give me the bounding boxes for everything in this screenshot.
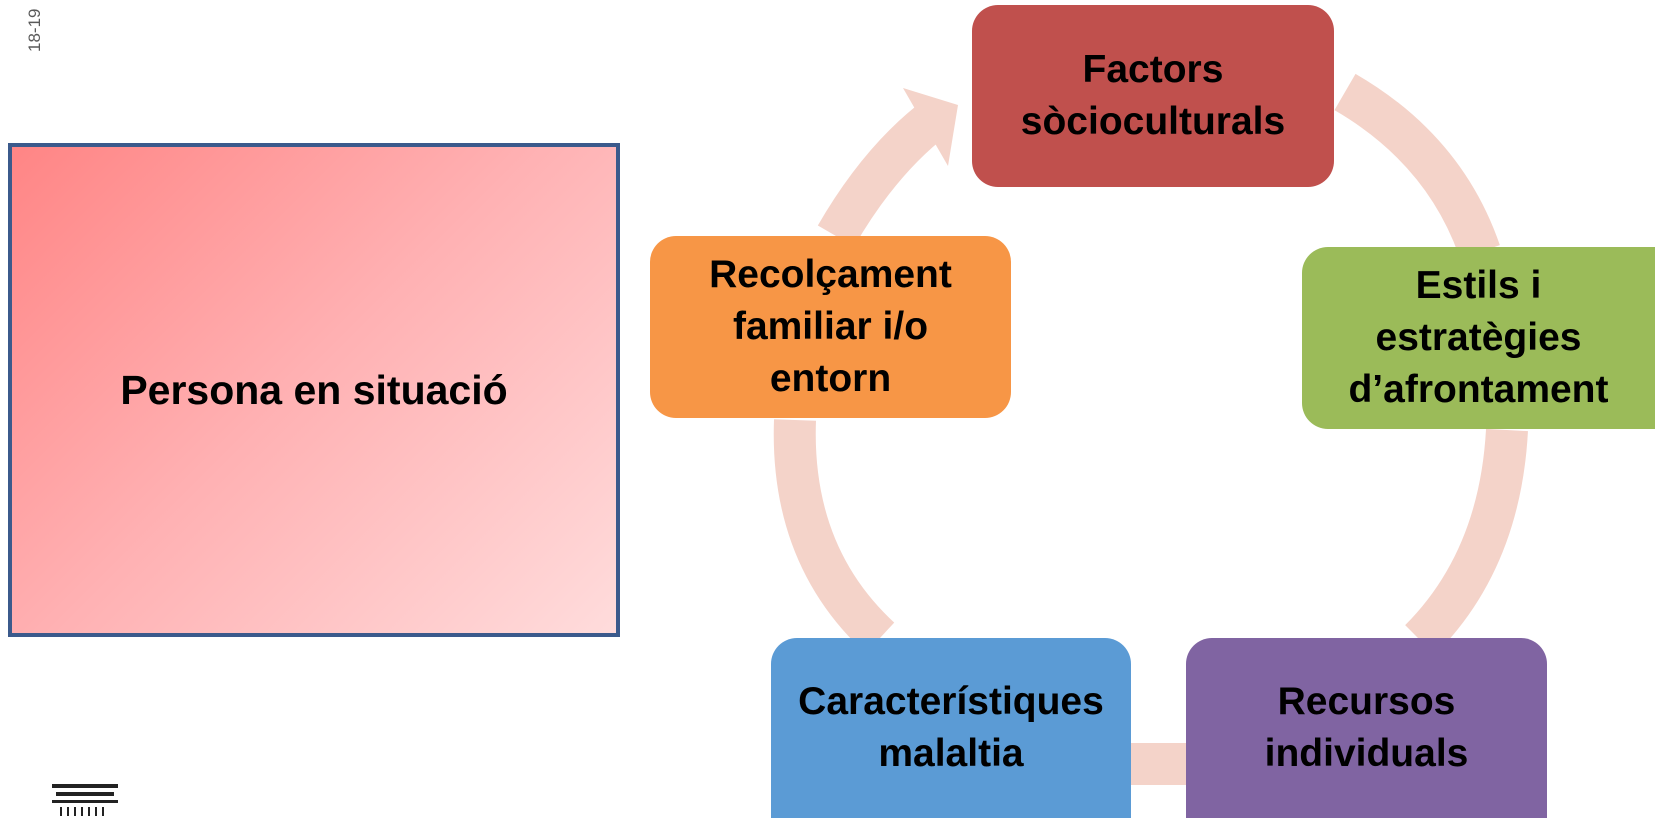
node-recolcament-familiar: Recolçament familiar i/o entorn [650, 236, 1011, 418]
cycle-arrowhead [903, 88, 958, 166]
cycle-arc-recolcament-factors [817, 101, 948, 247]
person-box-label: Persona en situació [120, 366, 508, 413]
node-estils-estrategies: Estils i estratègies d’afrontament [1302, 247, 1655, 429]
cycle-arc-caracteristiques-recolcament [773, 419, 895, 654]
node-caracteristiques-malaltia: Característiques malaltia [771, 638, 1131, 818]
institution-logo-icon [52, 784, 118, 816]
cycle-arc-estils-recursos [1404, 428, 1528, 655]
person-box: Persona en situació [8, 143, 620, 637]
node-recursos-individuals: Recursos individuals [1186, 638, 1547, 818]
node-factors-socioculturals: Factors sòcioculturals [972, 5, 1334, 187]
cycle-arc-factors-estils [1334, 73, 1500, 260]
